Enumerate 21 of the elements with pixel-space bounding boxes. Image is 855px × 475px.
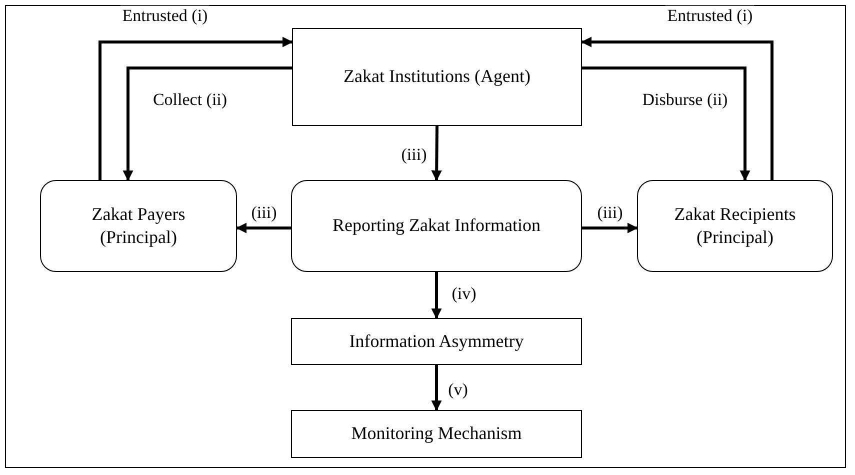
process-box — [291, 180, 582, 272]
process-box — [637, 180, 833, 272]
arrow — [431, 126, 442, 182]
box-label: Reporting Zakat Information — [332, 214, 540, 238]
arrow — [580, 36, 774, 180]
box-label: Zakat Institutions (Agent) — [344, 65, 530, 88]
arrow — [431, 272, 442, 320]
box-label: Zakat Payers (Principal) — [90, 202, 186, 249]
box-label: Zakat Recipients (Principal) — [673, 202, 797, 249]
arrow — [122, 66, 292, 182]
box-label: Information Asymmetry — [349, 330, 524, 353]
arrow — [582, 222, 638, 234]
process-box — [40, 180, 237, 272]
arrow — [582, 66, 750, 182]
arrow — [98, 36, 294, 180]
arrow — [236, 222, 291, 234]
process-box — [291, 318, 582, 365]
arrow — [431, 365, 442, 412]
process-box — [291, 410, 582, 458]
process-box — [292, 28, 582, 126]
box-label: Monitoring Mechanism — [351, 422, 522, 446]
